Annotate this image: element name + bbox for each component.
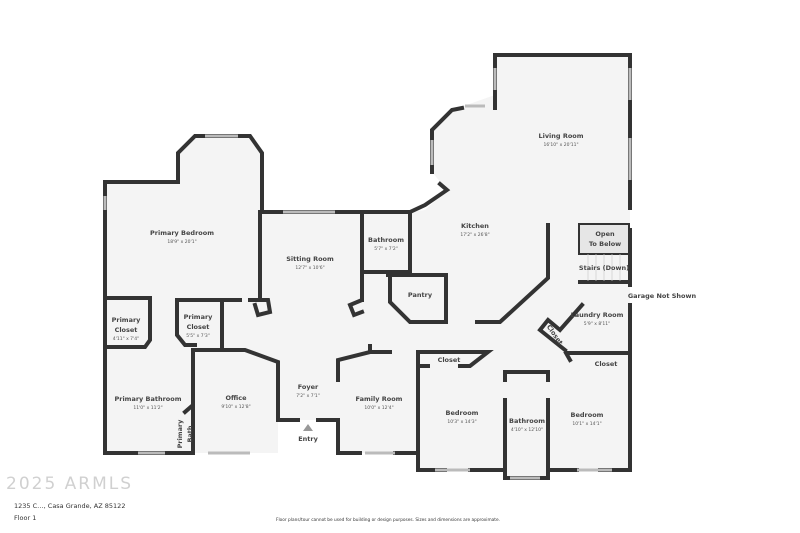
- room-dim-laundry-room: 5'9" x 8'11": [584, 321, 610, 327]
- primary-closet-2-dim: 5'5" x 7'3": [186, 333, 210, 339]
- open-to-below-line2: To Below: [589, 240, 621, 248]
- room-dim-primary-bathroom: 11'0" x 11'2": [133, 405, 162, 411]
- room-dim-bathroom-1: 5'7" x 7'2": [374, 246, 398, 252]
- room-dim-foyer: 7'2" x 7'1": [296, 393, 320, 399]
- room-name-laundry-room: Laundry Room: [571, 311, 624, 319]
- open-to-below-line1: Open: [595, 230, 615, 238]
- room-dim-bathroom-2: 4'10" x 12'10": [511, 427, 543, 433]
- primary-closet-2-line2: Closet: [187, 323, 210, 331]
- disclaimer: Floor plans/tour cannot be used for buil…: [276, 518, 500, 523]
- primary-closet-1-dim: 4'11" x 7'4": [113, 336, 139, 342]
- room-dim-primary-bedroom: 18'9" x 20'1": [167, 239, 196, 245]
- room-name-closet-1: Closet: [438, 356, 461, 364]
- room-dim-sitting-room: 12'7" x 10'6": [295, 265, 324, 271]
- primary-bath-line2: Bath: [186, 425, 194, 442]
- primary-bath-line1: Primary: [176, 419, 184, 449]
- room-name-family-room: Family Room: [356, 395, 403, 403]
- floor-label: Floor 1: [14, 514, 37, 522]
- room-dim-living-room: 16'10" x 20'11": [543, 142, 578, 148]
- room-name-bedroom-1: Bedroom: [446, 409, 479, 417]
- stairs-label: Stairs (Down): [579, 264, 629, 272]
- primary-closet-2-line1: Primary: [184, 313, 214, 321]
- room-name-closet-2: Closet: [595, 360, 618, 368]
- room-name-kitchen: Kitchen: [461, 222, 489, 230]
- open-to-below-area: [580, 225, 628, 253]
- room-name-primary-bedroom: Primary Bedroom: [150, 229, 214, 237]
- primary-closet-1-line1: Primary: [112, 316, 142, 324]
- primary-closet-1-line2: Closet: [115, 326, 138, 334]
- room-name-office: Office: [225, 394, 247, 402]
- room-dim-office: 9'10" x 12'8": [221, 404, 250, 410]
- watermark: 2025 ARMLS: [6, 474, 134, 494]
- room-name-foyer: Foyer: [298, 383, 319, 391]
- floor-area: [105, 55, 630, 478]
- address: 1235 C…, Casa Grande, AZ 85122: [14, 502, 126, 510]
- garage-label: Garage Not Shown: [628, 292, 697, 300]
- entry-arrow-icon: [303, 424, 313, 431]
- room-name-sitting-room: Sitting Room: [286, 255, 334, 263]
- room-name-primary-bathroom: Primary Bathroom: [114, 395, 181, 403]
- room-dim-kitchen: 17'2" x 26'8": [460, 232, 489, 238]
- room-dim-bedroom-1: 10'3" x 14'3": [447, 419, 476, 425]
- room-name-living-room: Living Room: [538, 132, 583, 140]
- room-name-bedroom-2: Bedroom: [571, 411, 604, 419]
- room-name-bathroom-2: Bathroom: [509, 417, 545, 425]
- room-name-pantry: Pantry: [408, 291, 433, 299]
- stairs-treads: [587, 254, 621, 281]
- room-name-bathroom-1: Bathroom: [368, 236, 404, 244]
- room-dim-family-room: 10'0" x 12'4": [364, 405, 393, 411]
- windows: [103, 68, 632, 480]
- entry-label: Entry: [298, 435, 318, 443]
- room-dim-bedroom-2: 10'1" x 14'1": [572, 421, 601, 427]
